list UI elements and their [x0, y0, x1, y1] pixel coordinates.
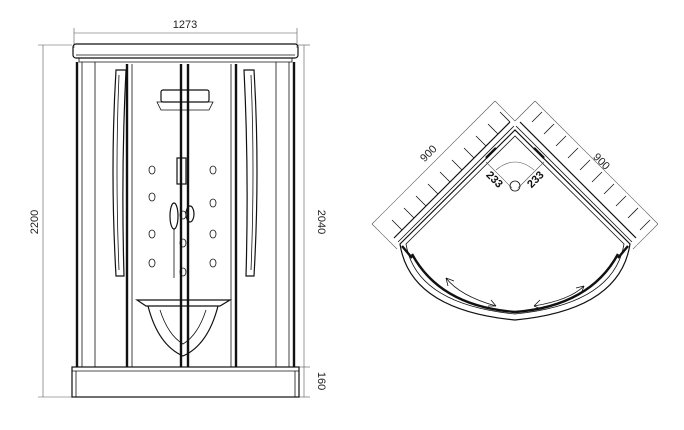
hand-shower [169, 202, 195, 278]
wall-right [515, 111, 651, 243]
massage-jets [148, 165, 217, 277]
total-height-label: 2200 [29, 210, 41, 234]
wall-left [391, 111, 515, 243]
seat-basin [135, 299, 233, 357]
cabin-outline [399, 129, 631, 321]
total-height-dimension: 2200 [29, 44, 72, 398]
left-side-panel [112, 69, 127, 277]
width-dimension: 1273 [73, 19, 298, 48]
control-panel [176, 157, 187, 185]
right-side-panel [243, 69, 258, 277]
cabin-frame [75, 62, 296, 367]
tray-height-label: 160 [315, 372, 327, 390]
left-side-label: 900 [418, 143, 439, 164]
drain-icon [509, 180, 521, 192]
right-side-label: 900 [590, 151, 611, 172]
shower-tray [71, 366, 300, 398]
corner-offset-right-label: 233 [525, 169, 546, 190]
width-label: 1273 [173, 19, 197, 31]
sliding-door-arrows [445, 277, 585, 310]
front-view: 1273 2200 2040 160 [29, 19, 327, 398]
top-view: 900 900 [371, 100, 659, 321]
cabin-height-dimension: 2040 [298, 44, 327, 368]
tray-height-dimension: 160 [298, 367, 327, 398]
cabin-roof [72, 43, 299, 63]
door-posts [125, 64, 238, 367]
cabin-height-label: 2040 [315, 210, 327, 234]
overhead-shower-head [156, 89, 214, 111]
corner-offset-left-label: 233 [483, 169, 504, 190]
corner-offset-dimensions: 233 233 [483, 161, 547, 192]
